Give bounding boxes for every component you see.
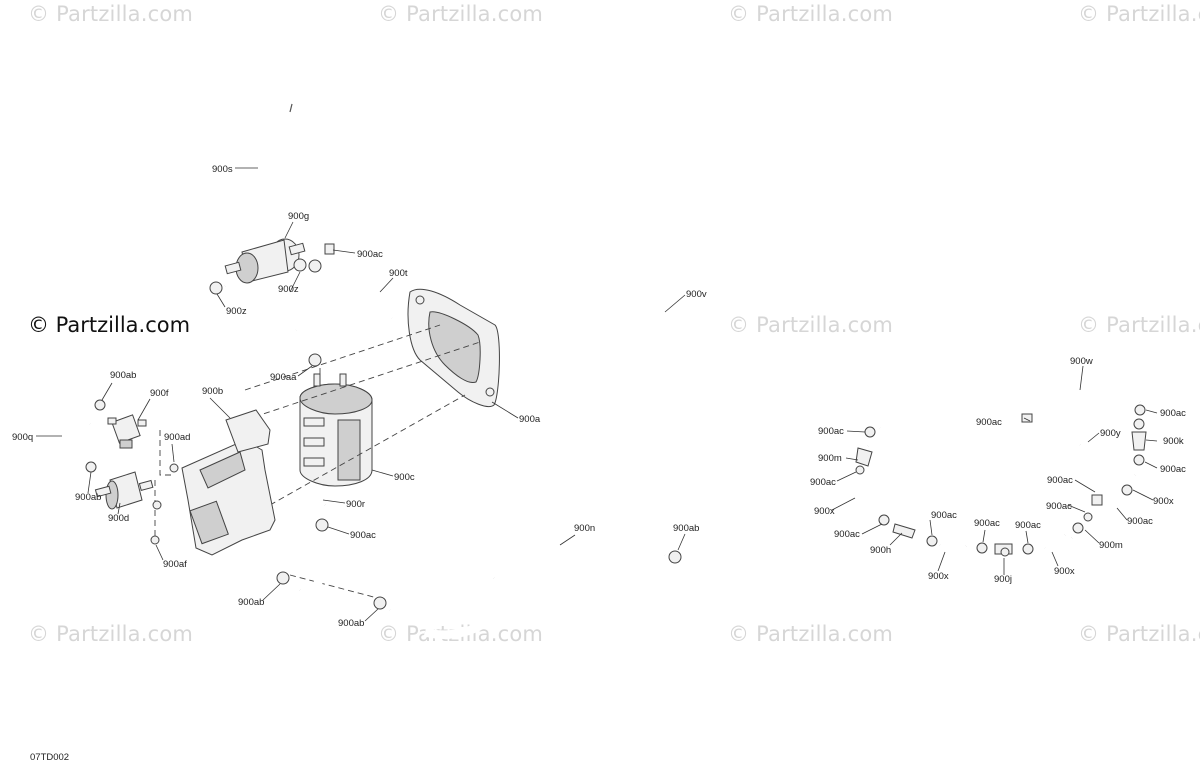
- hose-900v: [326, 200, 884, 429]
- callout-900ac: 900ac: [357, 249, 383, 260]
- clamp-900aa: [308, 353, 322, 367]
- callout-900t: 900t: [389, 268, 408, 279]
- valve-900k: [1131, 418, 1147, 466]
- callout-900m: 900m: [1099, 540, 1123, 551]
- callout-900v: 900v: [686, 289, 707, 300]
- right-fittings: [855, 426, 1133, 557]
- callout-900c: 900c: [394, 472, 415, 483]
- callout-900z: 900z: [278, 284, 299, 295]
- callout-900d: 900d: [108, 513, 129, 524]
- callout-900ac: 900ac: [1127, 516, 1153, 527]
- callout-900k: 900k: [1163, 436, 1184, 447]
- callout-900n: 900n: [574, 523, 595, 534]
- watermark: © Partzilla.com: [728, 622, 894, 646]
- filter-900g: [224, 238, 306, 284]
- hose-900w: [1021, 388, 1146, 423]
- watermark: © Partzilla.com: [728, 313, 894, 337]
- callout-900y: 900y: [1100, 428, 1121, 439]
- callout-900x: 900x: [1054, 566, 1075, 577]
- callout-900ac: 900ac: [810, 477, 836, 488]
- callout-900ac: 900ac: [1015, 520, 1041, 531]
- callout-900a: 900a: [519, 414, 541, 425]
- watermark: © Partzilla.com: [1078, 622, 1200, 646]
- watermark: © Partzilla.com: [378, 2, 544, 26]
- callout-labels: 900s 900g 900ac 900t 900z 900z 900aa 900…: [12, 164, 1186, 629]
- callout-900ac: 900ac: [350, 530, 376, 541]
- hose-900t: [290, 282, 398, 353]
- hose-900n: [388, 533, 666, 639]
- canister-900c: [299, 373, 373, 487]
- callout-900g: 900g: [288, 211, 309, 222]
- callout-900f: 900f: [150, 388, 169, 399]
- callout-900ab: 900ab: [110, 370, 136, 381]
- watermark: © Partzilla.com: [728, 2, 894, 26]
- leader-lines: [36, 167, 1158, 622]
- callout-900b: 900b: [202, 386, 223, 397]
- assembly-lines: [99, 324, 481, 601]
- callout-900aa: 900aa: [270, 372, 297, 383]
- callout-900r: 900r: [346, 499, 365, 510]
- callout-900ac: 900ac: [931, 510, 957, 521]
- callout-900j: 900j: [994, 574, 1012, 585]
- callout-900ab: 900ab: [238, 597, 264, 608]
- clamp-900z: [209, 243, 335, 295]
- callout-900z: 900z: [226, 306, 247, 317]
- callout-900h: 900h: [870, 545, 891, 556]
- callout-900ac: 900ac: [974, 518, 1000, 529]
- callout-900ab: 900ab: [338, 618, 364, 629]
- callout-900w: 900w: [1070, 356, 1093, 367]
- callout-900ac: 900ac: [1160, 464, 1186, 475]
- callout-900ab: 900ab: [673, 523, 699, 534]
- callout-900ac: 900ac: [818, 426, 844, 437]
- watermark: © Partzilla.com: [28, 2, 194, 26]
- clamp-900ab: [85, 399, 682, 610]
- bracket-900a: [407, 288, 500, 407]
- callout-900x: 900x: [1153, 496, 1174, 507]
- callout-900x: 900x: [814, 506, 835, 517]
- hose-900s: [178, 63, 301, 304]
- watermark: © Partzilla.com: [28, 622, 194, 646]
- watermark-main: © Partzilla.com: [28, 313, 191, 337]
- filter-900d: [94, 471, 154, 510]
- callout-900m: 900m: [818, 453, 842, 464]
- callout-900ab: 900ab: [75, 492, 101, 503]
- callout-900ac: 900ac: [976, 417, 1002, 428]
- valve-900f: [107, 414, 147, 449]
- callout-900ac: 900ac: [1160, 408, 1186, 419]
- bracket-900b: [181, 409, 276, 556]
- hose-900r: [289, 489, 329, 598]
- callout-900ac: 900ac: [834, 529, 860, 540]
- callout-900s: 900s: [212, 164, 233, 175]
- callout-900ad: 900ad: [164, 432, 190, 443]
- callout-900ac: 900ac: [1047, 475, 1073, 486]
- callout-900af: 900af: [163, 559, 187, 570]
- watermark: © Partzilla.com: [1078, 2, 1200, 26]
- watermark: © Partzilla.com: [1078, 313, 1200, 337]
- callout-900x: 900x: [928, 571, 949, 582]
- figure-code: 07TD002: [30, 752, 70, 763]
- hose-900q: [61, 419, 96, 474]
- hose-900x: [855, 444, 1075, 553]
- callout-900ac: 900ac: [1046, 501, 1072, 512]
- callout-900q: 900q: [12, 432, 33, 443]
- hose-900y: [1076, 443, 1104, 491]
